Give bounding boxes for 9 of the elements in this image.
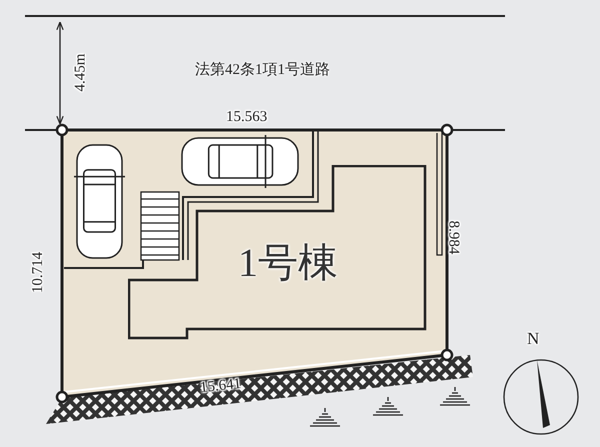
dimension-label: 15.641 xyxy=(199,376,242,396)
road-label: 法第42条1項1号道路 xyxy=(195,60,330,79)
dimension-label: 10.714 xyxy=(31,252,46,294)
building-footprint xyxy=(128,165,427,340)
north-label: N xyxy=(527,330,540,347)
dimension-label: 15.563 xyxy=(226,110,268,125)
building-label: 1号棟 xyxy=(238,239,338,287)
dimension-label: 8.984 xyxy=(445,220,460,254)
dimension-label: 4.45m xyxy=(73,54,88,92)
